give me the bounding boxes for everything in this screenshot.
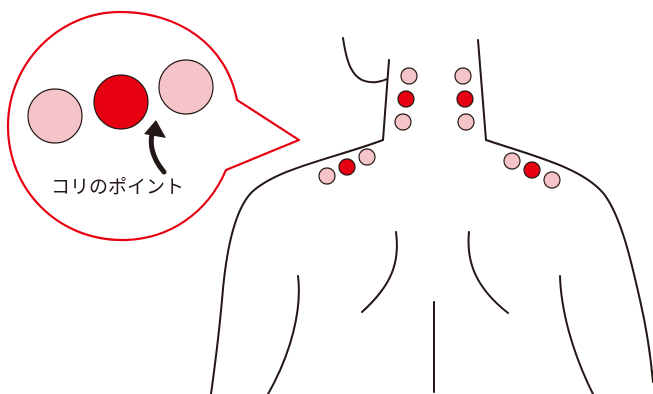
neck-left-lower-point (395, 114, 411, 130)
callout-main-point (94, 75, 148, 129)
neck-left-edge (383, 60, 389, 140)
callout-label: コリのポイント (51, 176, 184, 198)
right-arm-line (560, 276, 593, 394)
neck-right-main-point (457, 91, 473, 107)
stiffness-points (319, 68, 560, 188)
shoulder-right-outer-point (544, 172, 560, 188)
shoulder-right (486, 140, 653, 382)
shoulder-left-main-point (339, 159, 355, 175)
neck-left-upper-point (401, 68, 417, 84)
callout-bubble: コリのポイント (8, 12, 299, 240)
left-shoulder-blade (362, 232, 397, 312)
shoulder-left (211, 140, 383, 394)
neck-right-upper-point (455, 68, 471, 84)
neck-left-curve (343, 38, 387, 82)
shoulder-left-inner-point (359, 149, 375, 165)
callout-left-point (28, 89, 82, 143)
shoulder-right-main-point (524, 162, 540, 178)
body-outline (211, 38, 653, 394)
shoulder-left-outer-point (319, 168, 335, 184)
left-arm-line (268, 276, 299, 394)
neck-left-main-point (398, 91, 414, 107)
shoulder-right-inner-point (504, 153, 520, 169)
neck-right-lower-point (458, 114, 474, 130)
right-shoulder-blade (468, 232, 508, 313)
neck-right-edge (478, 40, 486, 140)
callout-right-point (159, 60, 213, 114)
